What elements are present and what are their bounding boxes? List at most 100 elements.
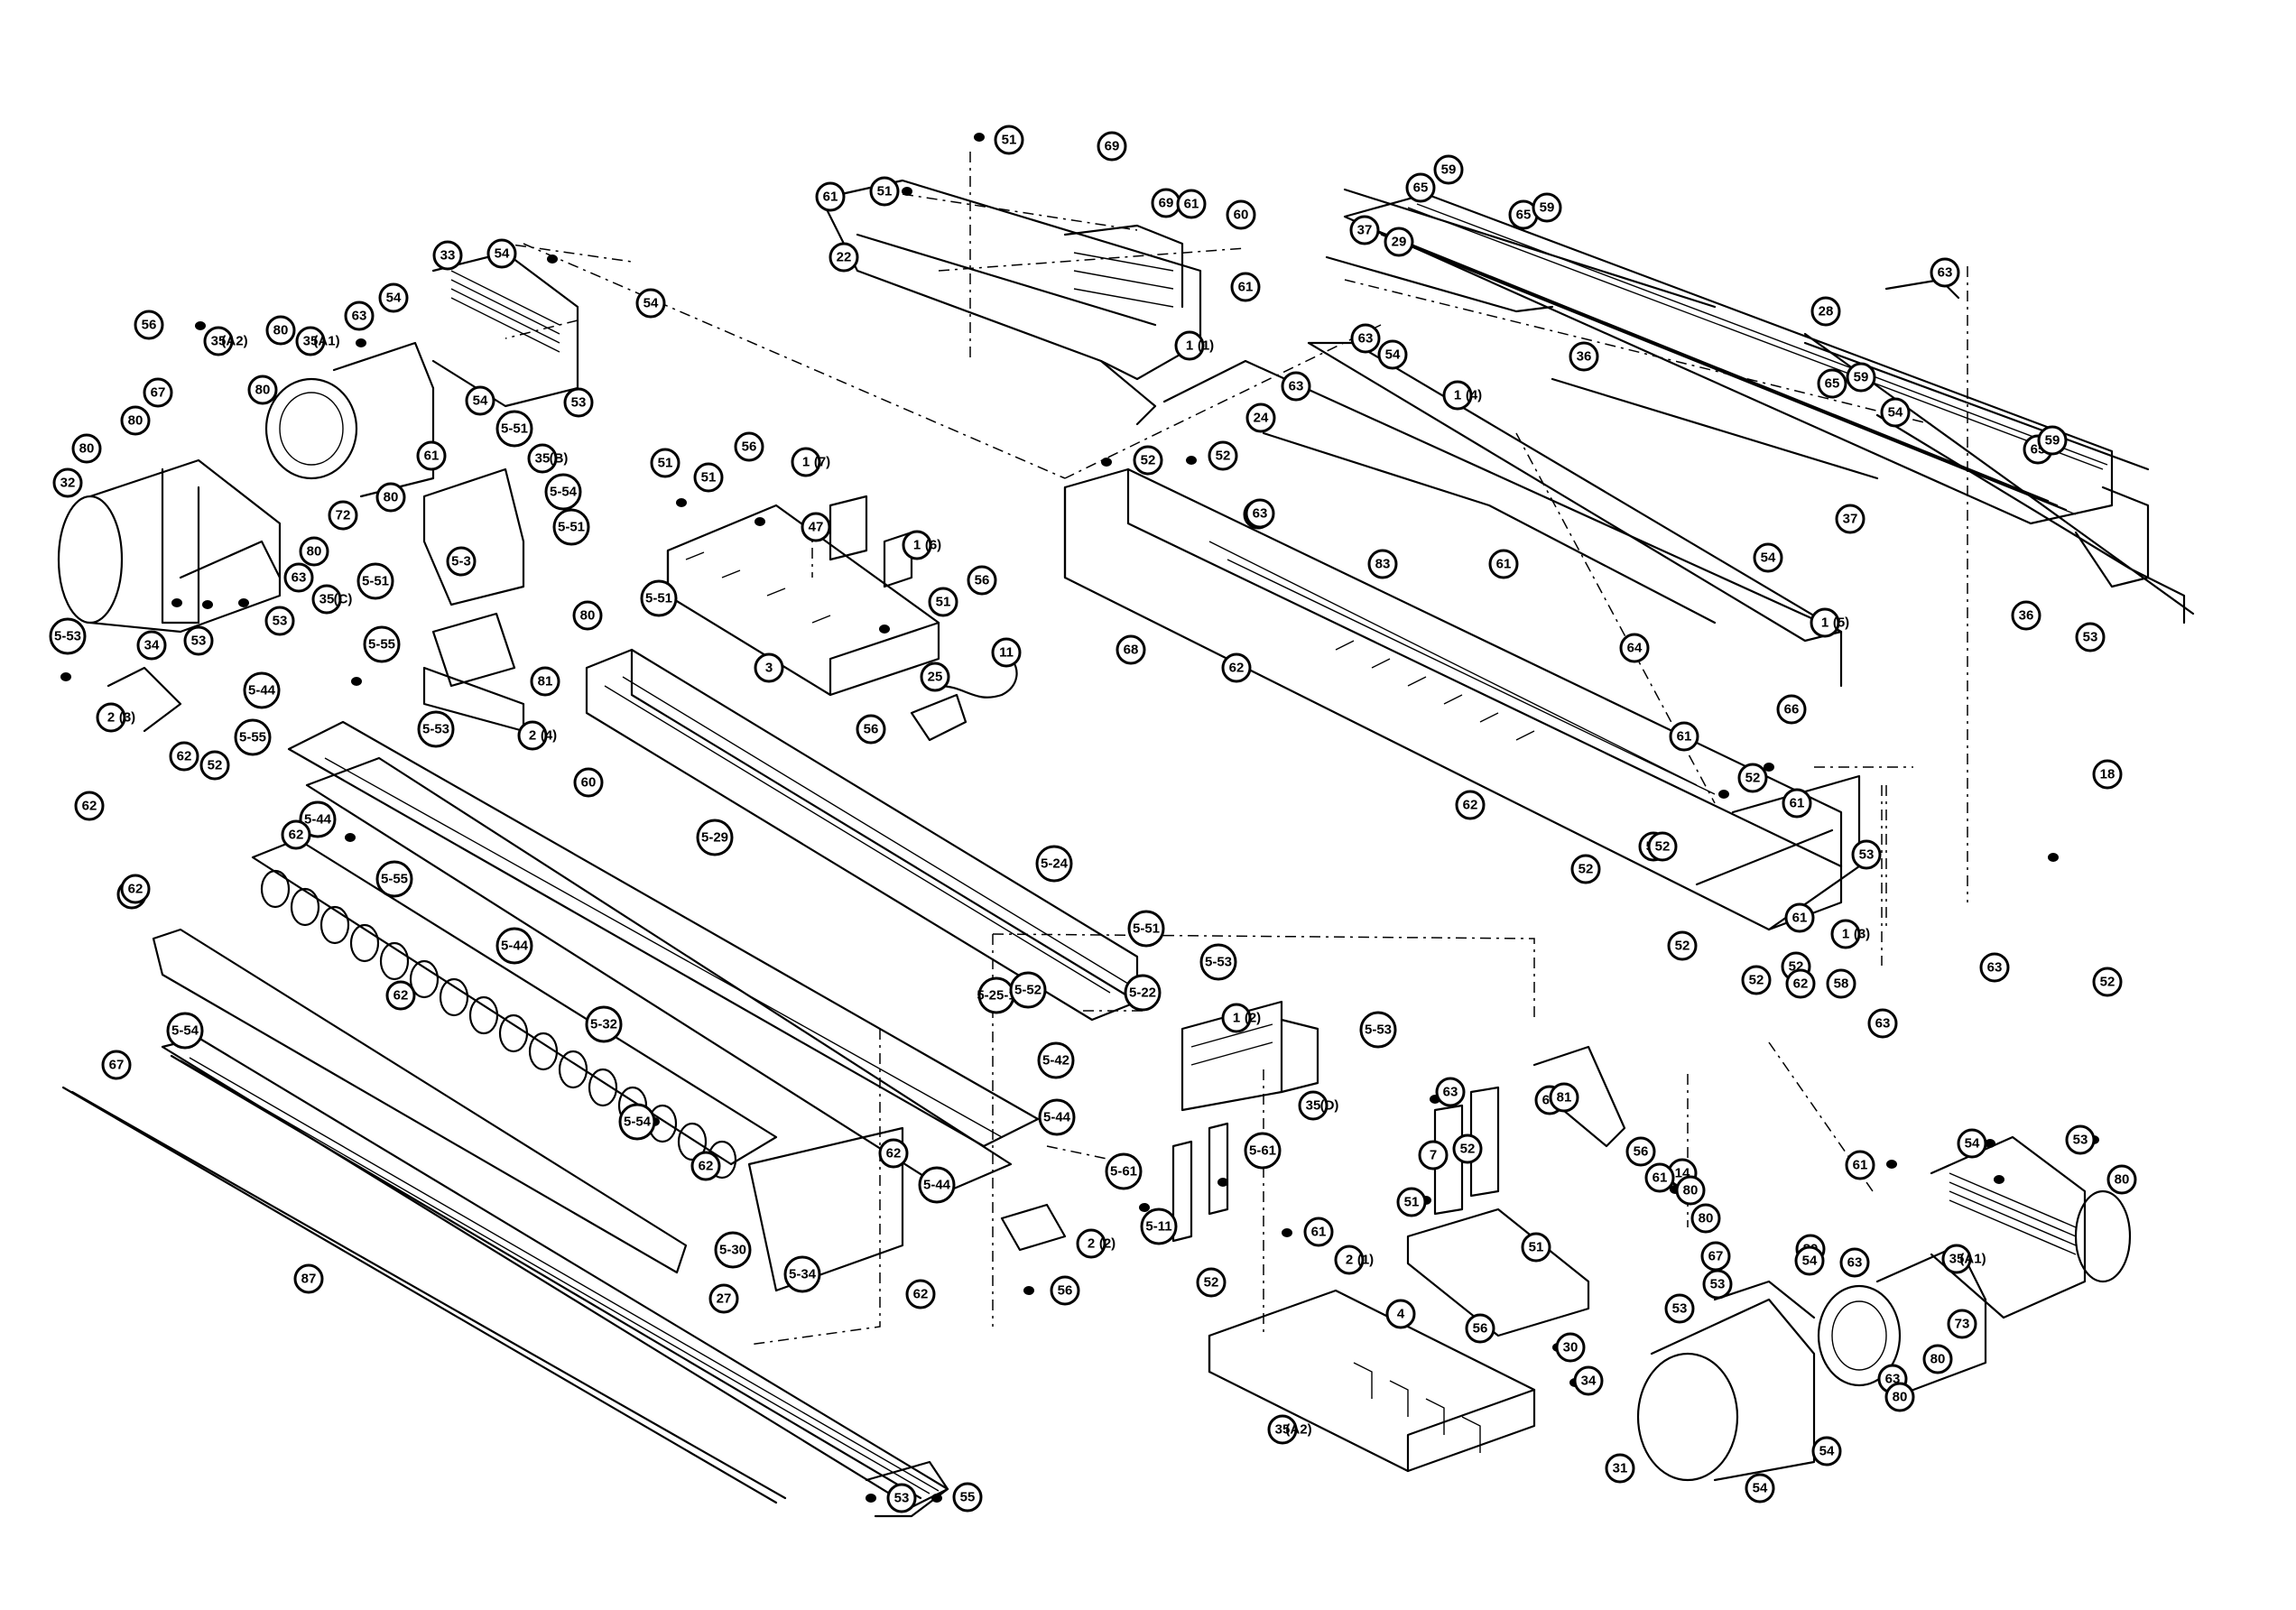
callout-circle xyxy=(1570,854,1601,884)
callout-circle xyxy=(650,448,680,478)
callout-33: 33 xyxy=(432,240,463,271)
callout-number: 35 xyxy=(303,334,319,349)
callout-circle xyxy=(375,482,406,513)
callout-number: 5-11 xyxy=(1145,1219,1171,1235)
callout-54: 54 xyxy=(1794,1245,1825,1276)
callout-circle xyxy=(1367,549,1398,579)
callout-1(1): 1(1) xyxy=(1174,330,1214,361)
callout-circle xyxy=(1647,831,1678,862)
callout-3: 3 xyxy=(754,652,784,683)
callout-circle xyxy=(1569,341,1599,372)
callout-circle xyxy=(708,1283,739,1314)
callout-circle xyxy=(71,433,102,464)
callout-number: 27 xyxy=(717,1291,732,1307)
callout-53: 53 xyxy=(1702,1269,1733,1300)
callout-number: 35 xyxy=(1275,1422,1291,1438)
callout-suffix: (7) xyxy=(814,455,830,470)
callout-number: 54 xyxy=(386,291,402,306)
callout-61: 61 xyxy=(1669,721,1699,752)
callout-number: 69 xyxy=(1105,139,1120,154)
callout-52: 52 xyxy=(1737,763,1768,793)
callout-number: 52 xyxy=(1141,453,1156,468)
callout-34: 34 xyxy=(136,630,167,661)
callout-circle xyxy=(1396,1187,1427,1217)
screw-mark xyxy=(2048,853,2059,862)
callout-number: 63 xyxy=(1987,960,2003,976)
screw-mark xyxy=(1994,1175,2004,1184)
callout-circle xyxy=(183,625,214,656)
callout-number: 24 xyxy=(1254,411,1269,426)
callout-52: 52 xyxy=(199,750,230,781)
callout-circle xyxy=(1009,971,1047,1009)
input-board-4 xyxy=(1208,1289,1536,1473)
callout-number: 53 xyxy=(894,1491,910,1506)
callout-number: 54 xyxy=(643,296,659,311)
callout-63: 63 xyxy=(344,301,375,331)
screw-mark xyxy=(1718,790,1729,799)
callout-circle xyxy=(920,662,950,692)
callout-53: 53 xyxy=(2065,1124,2096,1155)
callout-35(A2): 35(A2) xyxy=(1267,1414,1312,1445)
callout-51: 51 xyxy=(693,462,724,493)
callout-number: 67 xyxy=(151,385,166,401)
callout-number: 5-53 xyxy=(1205,955,1232,970)
callout-circle xyxy=(905,1279,936,1309)
callout-number: 54 xyxy=(473,393,488,409)
callout-circle xyxy=(1244,1132,1282,1170)
callout-62: 62 xyxy=(74,791,105,821)
callout-66: 66 xyxy=(1776,694,1807,725)
callout-circle xyxy=(1811,1436,1842,1467)
callout-number: 32 xyxy=(60,476,76,491)
callout-number: 54 xyxy=(1802,1254,1818,1269)
callout-number: 62 xyxy=(1793,976,1809,992)
callout-35(D): 35(D) xyxy=(1298,1090,1338,1121)
callout-suffix: (6) xyxy=(925,538,941,553)
callout-number: 56 xyxy=(864,722,879,737)
callout-suffix: (2) xyxy=(1245,1011,1261,1026)
callout-number: 54 xyxy=(1385,347,1401,363)
callout-73: 73 xyxy=(1947,1309,1977,1339)
callout-number: 47 xyxy=(809,520,824,535)
callout-suffix: (1) xyxy=(1198,338,1214,354)
callout-circle xyxy=(829,242,859,273)
callout-circle xyxy=(1957,1128,1987,1159)
callout-circle xyxy=(417,710,455,748)
callout-circle xyxy=(1922,1344,1953,1374)
callout-54: 54 xyxy=(486,238,517,269)
callout-circle xyxy=(801,512,831,542)
callout-number: 80 xyxy=(255,383,271,398)
callout-number: 62 xyxy=(699,1159,714,1174)
callout-circle xyxy=(902,530,932,560)
screw-mark xyxy=(1023,1286,1034,1295)
callout-circle xyxy=(299,536,329,567)
callout-circle xyxy=(247,375,278,405)
callout-circle xyxy=(783,1255,821,1293)
callout-5-24: 5-24 xyxy=(1035,845,1073,883)
callout-number: 56 xyxy=(975,573,990,588)
callout-circle xyxy=(734,431,764,462)
callout-circle xyxy=(416,440,447,471)
callout-53: 53 xyxy=(563,387,594,418)
left-woofer-unit xyxy=(57,251,579,634)
callout-number: 80 xyxy=(1930,1352,1946,1367)
callout-number: 61 xyxy=(1653,1170,1668,1186)
callout-number: 1 xyxy=(1842,927,1849,942)
callout-circle xyxy=(96,702,126,733)
speaker-cone xyxy=(349,923,380,963)
callout-circle xyxy=(1644,1162,1675,1193)
callout-circle xyxy=(356,562,394,600)
callout-circle xyxy=(385,980,416,1011)
callout-5-53: 5-53 xyxy=(49,617,87,655)
callout-circle xyxy=(1810,607,1840,638)
callout-5-52: 5-52 xyxy=(1009,971,1047,1009)
callout-80: 80 xyxy=(572,600,603,631)
callout-circle xyxy=(2011,600,2041,631)
callout-number: 2 xyxy=(107,710,115,726)
callout-circle xyxy=(169,741,199,772)
screw-mark xyxy=(345,833,356,842)
callout-circle xyxy=(1334,1245,1365,1275)
callout-67: 67 xyxy=(101,1050,132,1080)
callout-62: 62 xyxy=(169,741,199,772)
callout-51: 51 xyxy=(928,587,958,617)
callout-circle xyxy=(1817,368,1847,399)
